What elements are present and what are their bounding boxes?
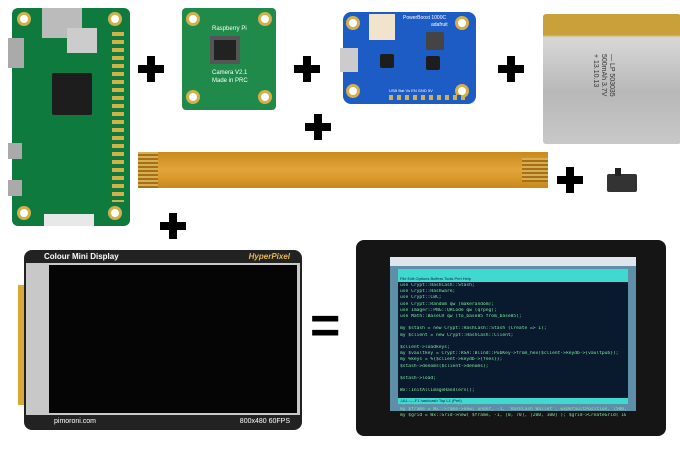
device-screen: File Edit Options Buffers Tools Perl Hel…	[390, 257, 636, 418]
code-line: my $vaultkey = Crypt::RSA::Blind::PubKey…	[400, 351, 619, 357]
camera-model: Camera V2.1	[212, 70, 248, 76]
mount-hole	[455, 16, 469, 30]
display-spec: 800x480 60FPS	[239, 418, 290, 425]
gpio-header	[112, 32, 124, 202]
terminal-menu[interactable]: File Edit Options Buffers Tools Perl Hel…	[398, 276, 628, 282]
plus-sign	[305, 114, 331, 140]
terminal-status-bar: -UU-:----F1 hashcash Top L1 (Perl)	[398, 398, 628, 404]
plus-sign	[160, 213, 186, 239]
code-line: use Crypt::Random qw (makerandom);	[400, 301, 495, 307]
code-line: my $client = new Crypt::HashCash::Client…	[400, 332, 514, 338]
mount-hole	[346, 16, 360, 30]
ribbon-end	[138, 152, 158, 188]
assembled-device: File Edit Options Buffers Tools Perl Hel…	[356, 240, 666, 436]
code-line: use Crypt::HashCash::Stash;	[400, 283, 475, 288]
adafruit-label: adafruit	[431, 22, 448, 28]
window-titlebar	[398, 269, 628, 276]
plus-sign	[498, 56, 524, 82]
camera-lens	[210, 36, 240, 64]
mini-hdmi-port	[8, 38, 24, 68]
ribbon-cable	[138, 152, 548, 188]
display-title: Colour Mini Display	[44, 252, 119, 261]
camera-connector	[44, 214, 94, 226]
code-line: use Crypt::Hashware;	[400, 289, 456, 295]
inductor	[426, 32, 444, 50]
mount-hole	[17, 12, 31, 26]
lipo-battery: — LP 503035 500mAh 3.7V + 13.10.13	[543, 14, 680, 144]
micro-usb-port	[8, 143, 22, 159]
code-line: my %keys = %{$client->keydb->{fees}};	[400, 357, 503, 363]
powerboost-board: PowerBoost 1000C adafruit USB Bat Vs EN …	[340, 12, 476, 104]
powerboost-label: PowerBoost 1000C	[403, 15, 447, 21]
ribbon-end	[522, 158, 548, 182]
mount-hole	[108, 12, 122, 26]
battery-label: — LP 503035 500mAh 3.7V + 13.10.13	[591, 54, 615, 97]
code-line: my $stash = new Crypt::HashCash::Stash (…	[400, 326, 547, 332]
plus-sign	[294, 56, 320, 82]
switch-knob	[615, 168, 621, 176]
code-line: use Imager::PNG::QRCode qw (qrpng);	[400, 307, 497, 313]
code-line: $stash->denoms($client->denoms);	[400, 363, 489, 369]
micro-usb-port	[8, 180, 22, 196]
jst-connector	[369, 14, 395, 40]
code-line: Wx::InitAllImageHandlers();	[400, 388, 475, 394]
hyperpixel-logo: HyperPixel	[248, 252, 290, 261]
camera-module-board: Raspberry Pi Camera V2.1 Made in PRC	[182, 8, 276, 110]
code-line: my $frame = Wx::Frame->new( undef, -1, '…	[400, 407, 626, 413]
camera-origin: Made in PRC	[212, 78, 248, 84]
pin-labels: USB Bat Vs EN GND 5V	[389, 88, 433, 93]
mount-hole	[258, 90, 272, 104]
plus-sign	[138, 56, 164, 82]
terminal-window: File Edit Options Buffers Tools Perl Hel…	[398, 276, 628, 418]
taskbar	[390, 257, 636, 266]
chip	[380, 54, 394, 68]
chip	[426, 56, 440, 70]
wifi-module	[67, 28, 97, 53]
battery-line-3: + 13.10.13	[592, 54, 599, 88]
slide-switch	[607, 168, 637, 192]
display-site: pimoroni.com	[54, 418, 97, 425]
raspberry-pi-zero-board	[8, 8, 130, 226]
mount-hole	[346, 84, 360, 98]
usb-port	[340, 48, 358, 72]
mount-hole	[186, 90, 200, 104]
code-line: use Crypt::CBC;	[400, 295, 442, 301]
hyperpixel-display: Colour Mini Display HyperPixel pimoroni.…	[18, 250, 302, 430]
code-line: $client->loadkeys;	[400, 345, 450, 351]
pin-row	[389, 95, 465, 100]
mount-hole	[186, 12, 200, 26]
battery-line-1: — LP 503035	[608, 54, 615, 97]
plus-sign	[557, 167, 583, 193]
battery-line-2: 500mAh 3.7V	[600, 54, 607, 97]
equals-sign: =	[310, 297, 341, 355]
mount-hole	[258, 12, 272, 26]
display-screen	[49, 265, 297, 413]
code-line: use Math::BaseCR qw (to_base85 from_base…	[400, 314, 522, 320]
header-pins	[18, 285, 24, 405]
soc-chip	[52, 73, 92, 115]
mount-hole	[17, 206, 31, 220]
mount-hole	[108, 206, 122, 220]
camera-brand: Raspberry Pi	[212, 26, 247, 32]
code-line: my $grid = Wx::Grid->new( $frame, -1, [0…	[400, 413, 626, 419]
code-line: $stash->load;	[400, 376, 436, 382]
